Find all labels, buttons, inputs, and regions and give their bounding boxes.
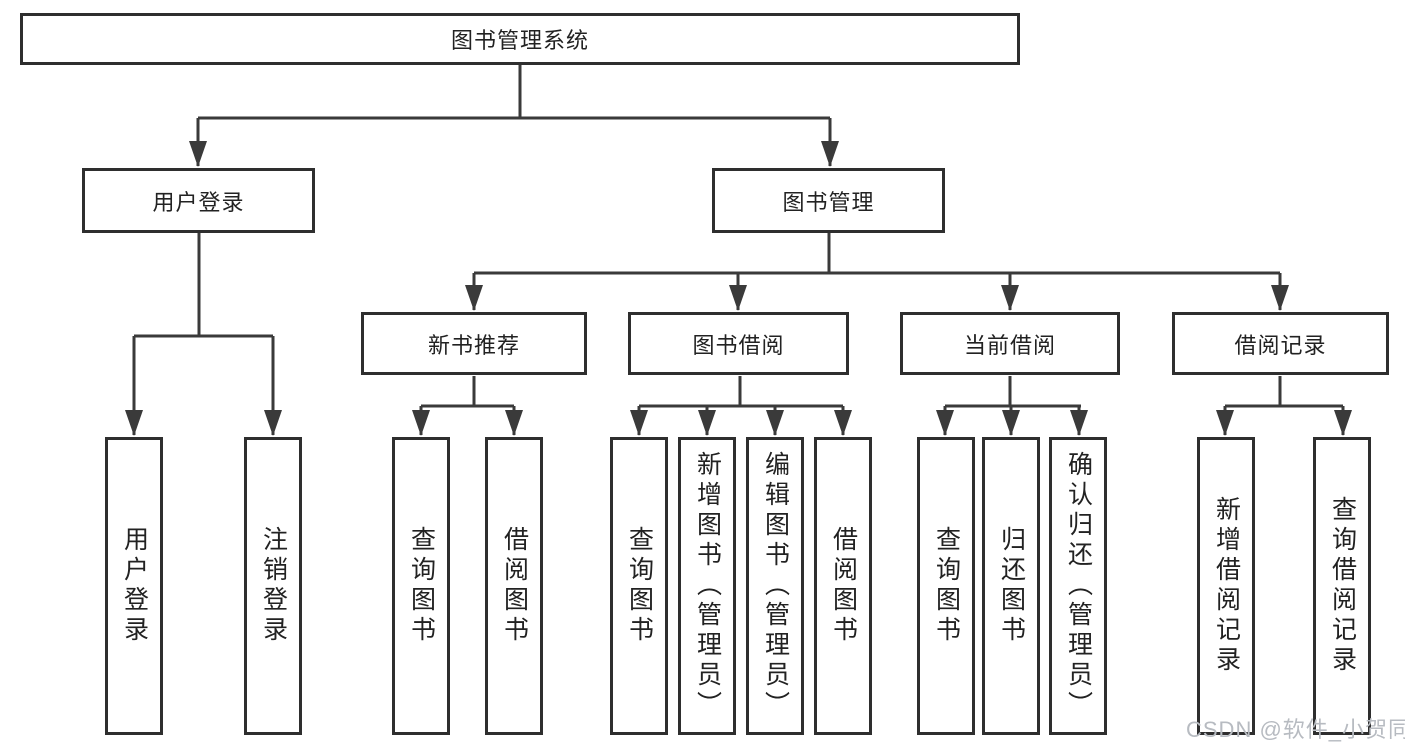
arrow-down-icon [1216,410,1234,436]
leaf-add-book-admin: 新增图书（管理员） [678,437,736,735]
arrow-down-icon [264,410,282,436]
arrow-down-icon [505,410,523,436]
arrow-down-icon [630,410,648,436]
csdn-watermark: CSDN @软件_小贺同学 [1186,717,1405,742]
arrow-down-icon [1001,285,1019,311]
leaf-query-books-borrow: 查询图书 [610,437,668,735]
arrowheads [125,141,1352,436]
node-new-book-recommend: 新书推荐 [361,312,587,375]
arrow-down-icon [766,410,784,436]
arrow-down-icon [465,285,483,311]
leaf-user-login: 用户登录 [105,437,163,735]
arrow-down-icon [698,410,716,436]
arrow-down-icon [1002,410,1020,436]
arrow-down-icon [412,410,430,436]
leaf-confirm-return-admin: 确认归还（管理员） [1049,437,1107,735]
leaf-return-book: 归还图书 [982,437,1040,735]
leaf-query-borrow-record: 查询借阅记录 [1313,437,1371,735]
leaf-add-borrow-record: 新增借阅记录 [1197,437,1255,735]
arrow-down-icon [834,410,852,436]
node-book-borrowing: 图书借阅 [628,312,849,375]
node-current-borrowing: 当前借阅 [900,312,1120,375]
leaf-query-books-current: 查询图书 [917,437,975,735]
leaf-query-books-recommend: 查询图书 [392,437,450,735]
arrow-down-icon [1334,410,1352,436]
leaf-logout: 注销登录 [244,437,302,735]
node-borrowing-records: 借阅记录 [1172,312,1389,375]
node-book-management: 图书管理 [712,168,945,233]
leaf-borrow-books: 借阅图书 [814,437,872,735]
arrow-down-icon [821,141,839,167]
arrow-down-icon [936,410,954,436]
arrow-down-icon [125,410,143,436]
arrow-down-icon [1070,410,1088,436]
leaf-edit-book-admin: 编辑图书（管理员） [746,437,804,735]
arrow-down-icon [189,141,207,167]
node-root: 图书管理系统 [20,13,1020,65]
arrow-down-icon [729,285,747,311]
node-user-login: 用户登录 [82,168,315,233]
leaf-borrow-books-recommend: 借阅图书 [485,437,543,735]
connector-path [132,65,1345,435]
arrow-down-icon [1271,285,1289,311]
